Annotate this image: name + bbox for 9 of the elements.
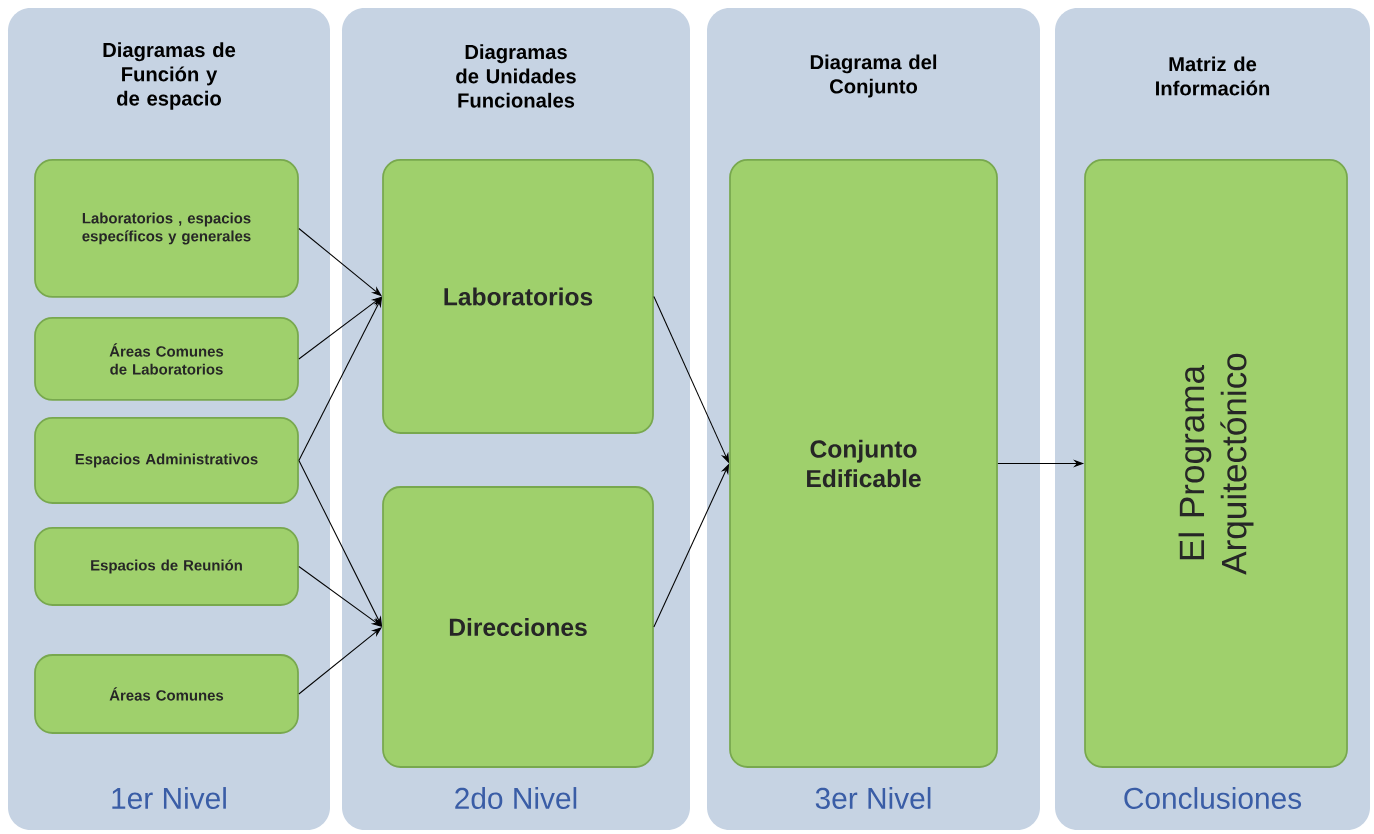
process-box: El Programa Arquitectónico (1084, 159, 1348, 768)
process-box: Conjunto Edificable (729, 159, 998, 768)
process-box: Áreas Comunes (34, 654, 299, 734)
process-box: Laboratorios , espacios específicos y generales (34, 159, 299, 298)
process-box: Espacios de Reunión (34, 527, 299, 606)
process-box: Áreas Comunes de Laboratorios (34, 317, 299, 401)
process-box: Espacios Administrativos (34, 417, 299, 504)
process-box: Direcciones (382, 486, 654, 768)
process-box: Laboratorios (382, 159, 654, 434)
